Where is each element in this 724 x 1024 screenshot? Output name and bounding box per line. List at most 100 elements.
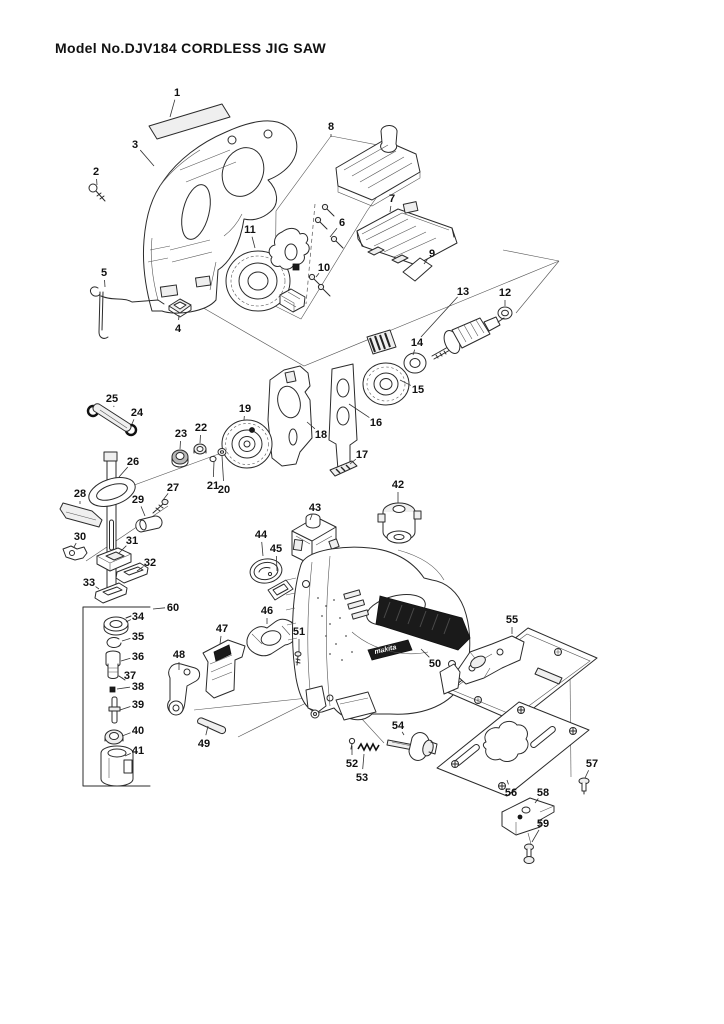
- part-number-7: 7: [389, 193, 395, 205]
- part-9-sheet: [402, 257, 433, 282]
- leader-line-32: [136, 566, 144, 572]
- leader-line-56: [506, 779, 509, 785]
- leader-line-22: [199, 434, 201, 444]
- leader-line-57: [584, 770, 589, 779]
- part-59-screw: [523, 843, 535, 864]
- part-number-34: 34: [132, 611, 145, 623]
- part-number-45: 45: [270, 543, 282, 555]
- leader-line-9: [423, 259, 428, 265]
- leader-line-41: [124, 752, 131, 757]
- part-38-square-nut: [109, 686, 116, 693]
- leader-line-43: [309, 514, 313, 521]
- part-14-bearing: [403, 352, 427, 374]
- part-number-47: 47: [216, 623, 228, 635]
- part-number-33: 33: [83, 577, 95, 589]
- leader-line-27: [162, 493, 169, 501]
- part-number-2: 2: [93, 166, 99, 178]
- part-number-55: 55: [506, 614, 518, 626]
- part-number-3: 3: [132, 139, 138, 151]
- leader-line-7: [389, 205, 392, 213]
- part-number-8: 8: [328, 121, 334, 133]
- part-47-cover: [202, 639, 246, 699]
- part-6-screws: [314, 203, 344, 249]
- part-number-31: 31: [126, 535, 138, 547]
- part-54-clamp-bolt: [386, 732, 438, 761]
- leader-line-35: [121, 638, 131, 642]
- part-number-13: 13: [457, 286, 469, 298]
- leader-line-14: [412, 349, 416, 356]
- part-number-42: 42: [392, 479, 404, 491]
- leader-line-39: [119, 706, 131, 711]
- part-number-44: 44: [255, 529, 268, 541]
- leader-line-50: [420, 648, 430, 658]
- leader-line-20: [221, 455, 224, 482]
- part-number-28: 28: [74, 488, 86, 500]
- part-number-57: 57: [586, 758, 598, 770]
- part-25-pin: [92, 403, 132, 432]
- leader-line-13: [420, 296, 458, 338]
- leader-line-17: [349, 458, 357, 465]
- leader-line-1: [169, 99, 176, 118]
- part-number-53: 53: [356, 772, 368, 784]
- leader-line-58: [534, 798, 539, 804]
- part-31-block: [96, 547, 132, 572]
- part-27-screw: [152, 498, 169, 514]
- part-number-6: 6: [339, 217, 345, 229]
- part-34-flange: [103, 615, 132, 636]
- part-number-23: 23: [175, 428, 187, 440]
- part-number-10: 10: [318, 262, 330, 274]
- part-12-ring: [497, 306, 513, 320]
- labels-layer: 1234567891011121314151617181920212223242…: [73, 87, 598, 843]
- part-56-base-plate: [436, 701, 590, 797]
- part-number-26: 26: [127, 456, 139, 468]
- part-18-plate-big: [267, 365, 313, 467]
- part-number-43: 43: [309, 502, 321, 514]
- part-22-nut: [193, 443, 207, 455]
- part-number-16: 16: [370, 417, 382, 429]
- part-19-gear: [221, 419, 273, 469]
- part-42-knob: [377, 502, 422, 544]
- grip-texture: [317, 597, 353, 661]
- part-17-bar: [329, 460, 358, 477]
- part-26-rod-counterweight: [88, 451, 136, 589]
- part-51-screw: [294, 651, 302, 666]
- leader-line-36: [120, 657, 131, 662]
- part-49-pin: [197, 717, 227, 735]
- leader-line-45: [275, 555, 278, 572]
- part-number-58: 58: [537, 787, 549, 799]
- part-32-plate: [115, 562, 149, 584]
- part-number-37: 37: [124, 670, 136, 682]
- part-number-38: 38: [132, 681, 144, 693]
- part-39-pin-rod: [108, 696, 121, 724]
- part-number-4: 4: [175, 323, 182, 335]
- part-number-27: 27: [167, 482, 179, 494]
- part-number-40: 40: [132, 725, 144, 737]
- leader-line-31: [118, 545, 127, 554]
- part-number-21: 21: [207, 480, 219, 492]
- part-number-50: 50: [429, 658, 441, 670]
- part-44-dial: [249, 558, 283, 584]
- leader-line-38: [116, 686, 131, 690]
- part-number-20: 20: [218, 484, 230, 496]
- part-number-22: 22: [195, 422, 207, 434]
- part-number-9: 9: [429, 248, 435, 260]
- part-number-35: 35: [132, 631, 144, 643]
- part-number-41: 41: [132, 745, 144, 757]
- part-5-wire-lever: [90, 286, 165, 339]
- part-10-screws: [308, 273, 331, 297]
- part-number-49: 49: [198, 738, 210, 750]
- part-50-housing-right: makita: [285, 546, 471, 721]
- part-41-holder: [100, 745, 134, 787]
- part-3-housing-left: [143, 120, 298, 314]
- leader-line-10: [315, 272, 320, 278]
- part-30-bracket: [62, 545, 88, 561]
- part-number-48: 48: [173, 649, 185, 661]
- part-number-5: 5: [101, 267, 107, 279]
- part-8-connector-assembly: [335, 124, 421, 207]
- part-45-button: [267, 579, 294, 601]
- part-number-18: 18: [315, 429, 327, 441]
- part-number-30: 30: [74, 531, 86, 543]
- part-number-32: 32: [144, 557, 156, 569]
- part-20-washer: [217, 448, 227, 456]
